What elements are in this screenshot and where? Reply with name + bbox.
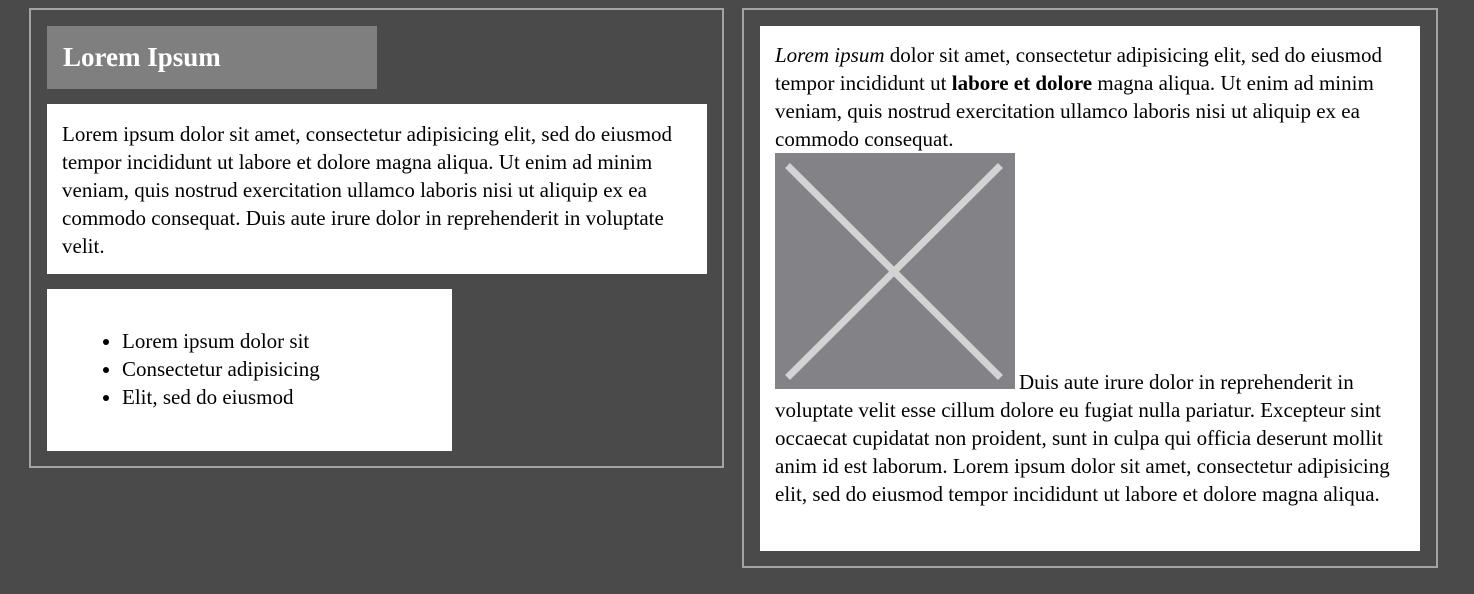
list-box: Lorem ipsum dolor sit Consectetur adipis…	[47, 289, 452, 451]
article-body: Duis aute irure dolor in reprehenderit i…	[775, 153, 1405, 508]
page-title: Lorem Ipsum	[63, 42, 221, 72]
bullet-list: Lorem ipsum dolor sit Consectetur adipis…	[47, 327, 452, 411]
intro-text: dolor sit amet, consectetur adipisicing …	[775, 43, 1382, 95]
intro-text-continued: magna aliqua. Ut enim ad minim veniam, q…	[775, 71, 1374, 151]
body-paragraph: Lorem ipsum dolor sit amet, consectetur …	[62, 122, 673, 258]
title-box: Lorem Ipsum	[47, 26, 377, 89]
text-box: Lorem ipsum dolor sit amet, consectetur …	[47, 104, 707, 274]
image-placeholder-icon	[775, 153, 1015, 389]
article-body-text: Duis aute irure dolor in reprehenderit i…	[775, 370, 1390, 506]
image-placeholder-cross-icon	[785, 163, 1003, 380]
intro-bold-text: labore et dolore	[951, 71, 1093, 95]
left-panel: Lorem Ipsum Lorem ipsum dolor sit amet, …	[29, 8, 724, 468]
article-intro: Lorem ipsum dolor sit amet, consectetur …	[775, 41, 1405, 153]
list-item: Lorem ipsum dolor sit	[122, 327, 452, 355]
list-item: Elit, sed do eiusmod	[122, 383, 452, 411]
intro-italic-text: Lorem ipsum	[775, 43, 885, 67]
right-panel: Lorem ipsum dolor sit amet, consectetur …	[742, 8, 1438, 568]
list-item: Consectetur adipisicing	[122, 355, 452, 383]
article-box: Lorem ipsum dolor sit amet, consectetur …	[760, 26, 1420, 551]
